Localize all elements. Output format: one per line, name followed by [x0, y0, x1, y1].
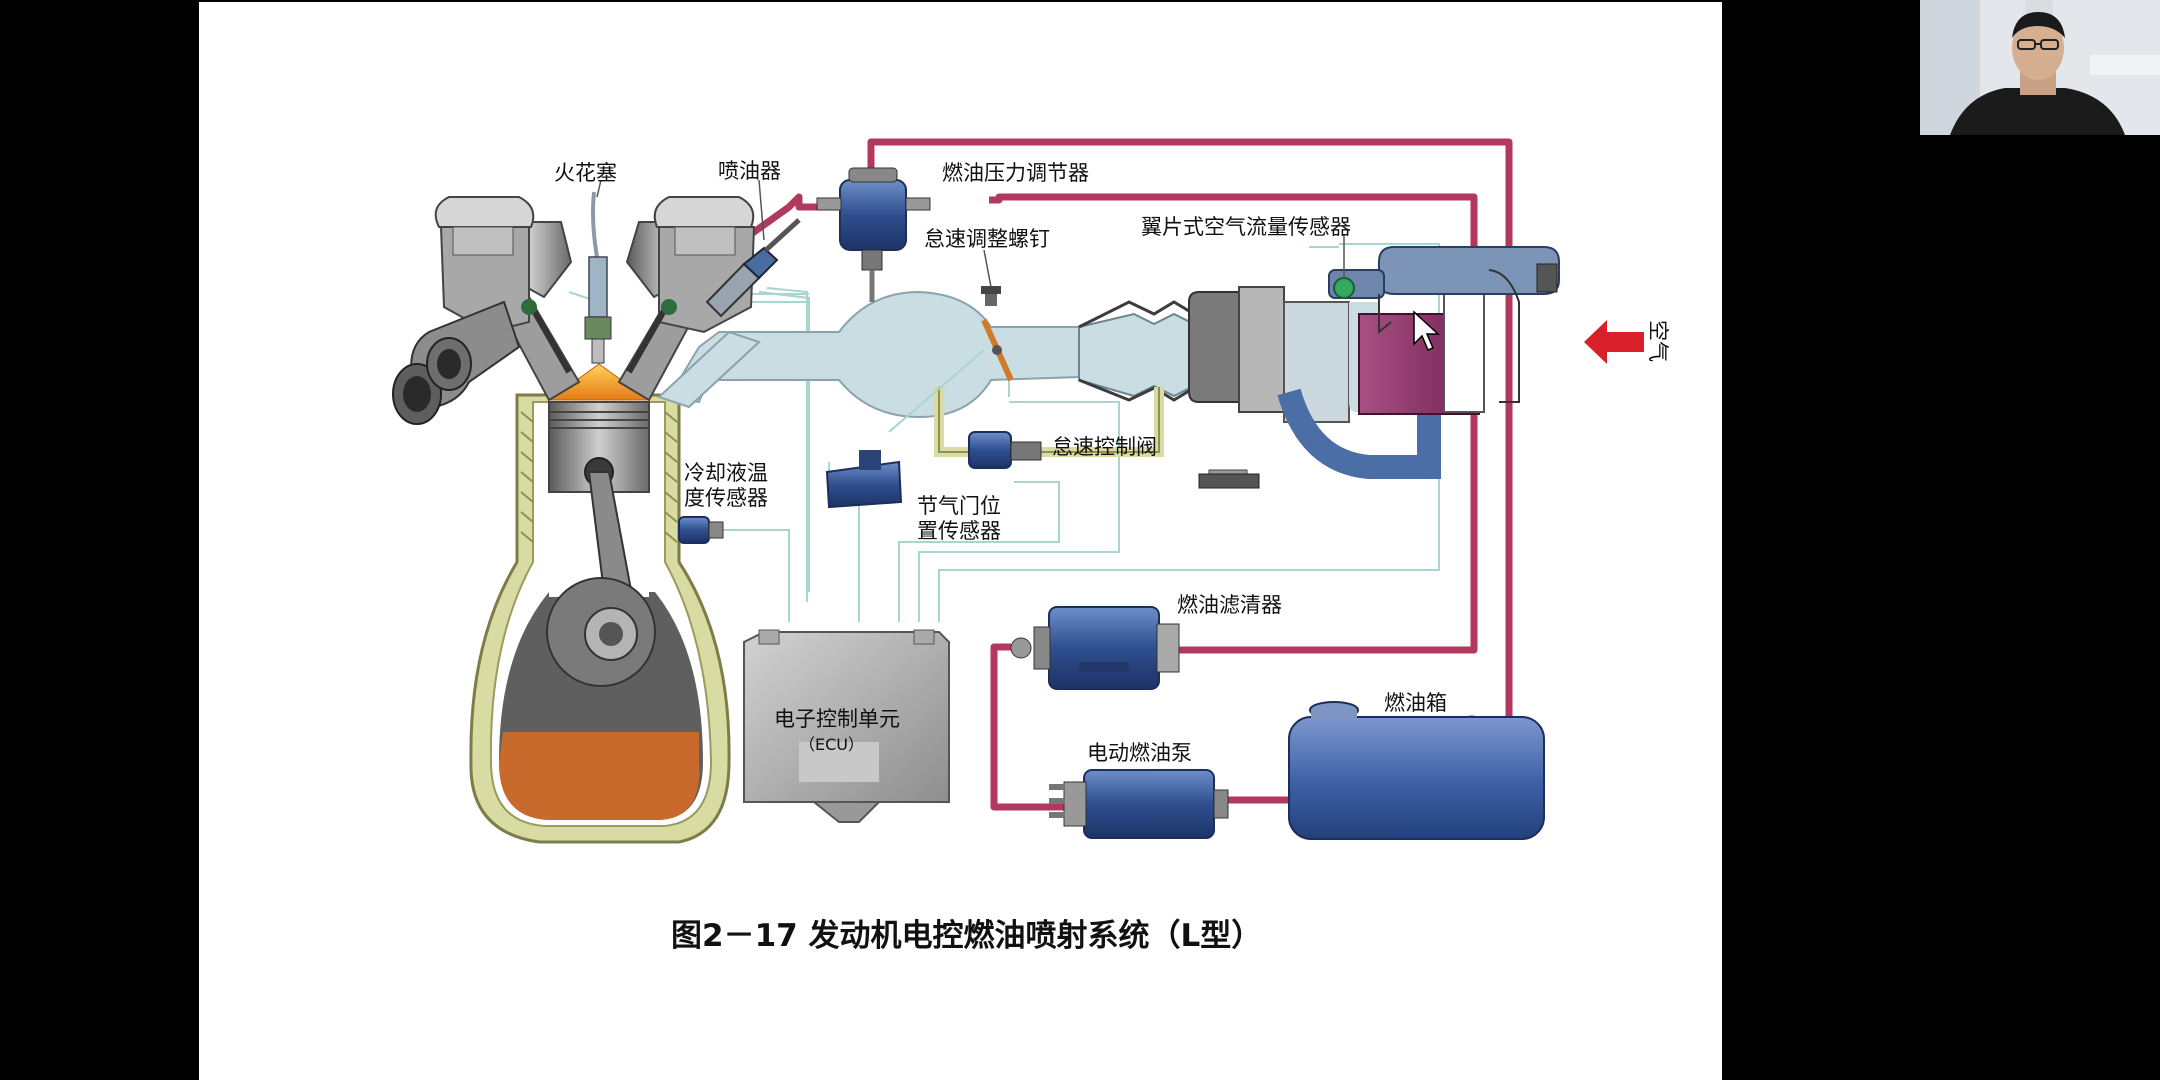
idle-control-valve	[968, 431, 1260, 489]
intake-runner	[657, 330, 761, 409]
fuel-lines	[672, 138, 1513, 811]
cylinder-head	[434, 196, 756, 402]
label-idle-valve: 怠速控制阀	[1052, 435, 1157, 459]
label-fuel-tank: 燃油箱	[1384, 691, 1447, 715]
label-coolant-sensor-1: 冷却液温	[684, 461, 768, 485]
spark-plug	[584, 191, 612, 364]
label-pressure-regulator: 燃油压力调节器	[942, 161, 1089, 185]
label-spark-plug: 火花塞	[554, 161, 617, 185]
label-throttle-sensor-2: 置传感器	[917, 519, 1001, 543]
mouse-cursor	[1413, 310, 1440, 351]
fuel-pump	[1049, 769, 1229, 839]
label-fuel-filter: 燃油滤清器	[1177, 593, 1282, 617]
label-injector: 喷油器	[718, 159, 781, 183]
presenter-image	[1920, 0, 2160, 135]
air-intake-arrow	[1584, 320, 1644, 364]
label-air-flow-sensor: 翼片式空气流量传感器	[1141, 215, 1351, 239]
label-coolant-sensor-2: 度传感器	[684, 486, 768, 510]
coolant-temp-sensor	[678, 516, 724, 544]
label-air: 空气	[1646, 320, 1670, 362]
label-ecu-2: （ECU）	[799, 735, 864, 754]
air-flow-meter	[1188, 246, 1560, 479]
fuel-filter	[1010, 606, 1180, 690]
connecting-rod	[546, 471, 656, 687]
label-throttle-sensor-1: 节气门位	[917, 494, 1001, 518]
injector	[705, 218, 801, 318]
throttle-position-sensor	[825, 349, 985, 509]
label-idle-screw: 怠速调整螺钉	[924, 227, 1050, 251]
presenter-webcam	[1920, 0, 2160, 135]
fuel-tank	[1288, 701, 1545, 840]
figure-caption: 图2－17 发动机电控燃油喷射系统（L型）	[671, 918, 1262, 954]
exhaust-manifold	[392, 300, 521, 425]
engine-fuel-injection-diagram: 火花塞 喷油器 燃油压力调节器 怠速调整螺钉 翼片式空气流量传感器 空气 怠速控…	[392, 138, 1670, 954]
label-fuel-pump: 电动燃油泵	[1087, 741, 1192, 765]
fuel-pressure-regulator	[816, 167, 931, 302]
label-ecu-1: 电子控制单元	[774, 707, 900, 731]
slide: 火花塞 喷油器 燃油压力调节器 怠速调整螺钉 翼片式空气流量传感器 空气 怠速控…	[199, 2, 1722, 1080]
ecu	[743, 629, 950, 823]
